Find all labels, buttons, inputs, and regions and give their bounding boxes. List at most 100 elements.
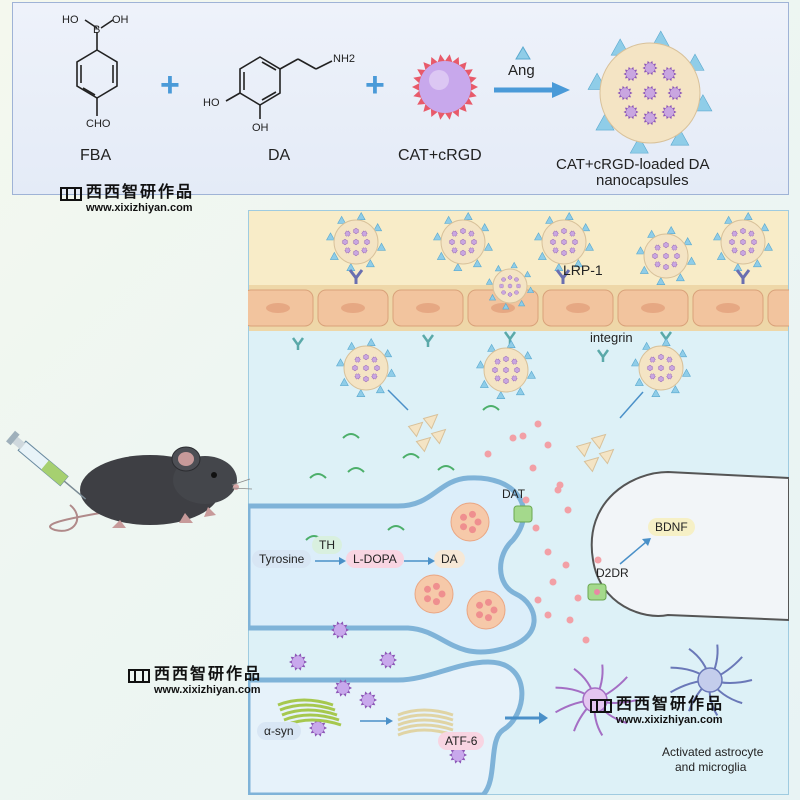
fba-structure bbox=[76, 19, 118, 116]
da-ho-atom: HO bbox=[203, 97, 220, 109]
arrow-icon bbox=[404, 557, 435, 565]
endothelial-cell bbox=[248, 289, 314, 327]
da-product-label: DA bbox=[434, 550, 465, 568]
broken-capsule-icon bbox=[407, 413, 447, 453]
cat-crgd-particle-icon bbox=[412, 54, 478, 120]
endothelial-cell bbox=[767, 289, 789, 327]
nanocapsule-icon bbox=[631, 337, 691, 397]
nanocapsule-icon bbox=[636, 225, 696, 285]
dat-transporter-icon bbox=[513, 505, 533, 523]
integrin-receptor-icon bbox=[291, 337, 305, 350]
dopamine-dot bbox=[544, 611, 552, 619]
arrow-icon bbox=[619, 538, 651, 565]
endothelial-cell bbox=[542, 289, 614, 327]
dopamine-dot bbox=[544, 441, 552, 449]
lrp1-receptor-icon bbox=[735, 269, 751, 284]
broken-capsule-icon bbox=[575, 433, 615, 473]
dopamine-dot bbox=[594, 556, 602, 564]
enzyme-icon bbox=[387, 525, 405, 531]
th-label: TH bbox=[312, 536, 342, 554]
nanocapsule-icon bbox=[336, 337, 396, 397]
fba-oh-atom: OH bbox=[112, 14, 129, 26]
product-label-line1: CAT+cRGD-loaded DA bbox=[556, 156, 710, 173]
lower-neuron bbox=[248, 659, 525, 795]
lrp1-receptor-icon bbox=[348, 269, 364, 284]
nanocapsule-icon bbox=[476, 339, 536, 399]
dopamine-dot bbox=[534, 420, 542, 428]
atf6-label: ATF-6 bbox=[438, 732, 485, 750]
watermark-logo-icon bbox=[128, 669, 150, 683]
nanocapsule-icon bbox=[587, 30, 713, 154]
ang-triangle-icon bbox=[515, 46, 531, 60]
da-structure bbox=[225, 56, 333, 119]
da-vesicle-icon bbox=[466, 590, 506, 630]
dopamine-dot bbox=[562, 561, 570, 569]
nanocapsule-product-icon bbox=[587, 30, 713, 154]
dopamine-dot bbox=[534, 596, 542, 604]
arrow-icon bbox=[360, 717, 393, 725]
watermark-url: www.xixizhiyan.com bbox=[154, 684, 261, 696]
mouse-illustration bbox=[6, 430, 253, 532]
reaction-arrow-icon bbox=[494, 82, 570, 98]
watermark-chinese: 西西智研作品 bbox=[86, 182, 195, 201]
tyrosine-label: Tyrosine bbox=[252, 550, 312, 568]
bbb-neuron-diagram bbox=[248, 211, 789, 795]
dopamine-dot bbox=[566, 616, 574, 624]
dopamine-dot bbox=[522, 496, 530, 504]
nanocapsule-icon bbox=[713, 211, 773, 271]
astrocyte-label-line2: and microglia bbox=[675, 760, 747, 774]
cat-crgd-label: CAT+cRGD bbox=[398, 147, 482, 164]
watermark-chinese: 西西智研作品 bbox=[154, 664, 263, 683]
watermark-logo-icon bbox=[590, 699, 612, 713]
enzyme-icon bbox=[347, 467, 365, 473]
fba-b-atom: B bbox=[93, 24, 101, 36]
product-label-line2: nanocapsules bbox=[596, 172, 689, 189]
bdnf-label: BDNF bbox=[648, 518, 695, 536]
watermark-bottom: 西西智研作品 www.xixizhiyan.com bbox=[590, 690, 724, 726]
ang-label: Ang bbox=[508, 62, 535, 79]
ldopa-label: L-DOPA bbox=[346, 550, 404, 568]
fba-cho-atom: CHO bbox=[86, 118, 111, 130]
watermark-url: www.xixizhiyan.com bbox=[86, 202, 193, 214]
dopamine-dot bbox=[529, 464, 537, 472]
arrow-icon bbox=[315, 557, 346, 565]
da-label: DA bbox=[268, 147, 291, 164]
stressed-er-icon bbox=[397, 708, 454, 737]
watermark-chinese: 西西智研作品 bbox=[616, 694, 725, 713]
plus-icon: + bbox=[160, 66, 180, 104]
asyn-label: α-syn bbox=[257, 722, 301, 740]
endothelial-cell bbox=[617, 289, 689, 327]
arrow-icon bbox=[619, 391, 644, 419]
astrocyte-label-line1: Activated astrocyte bbox=[662, 745, 764, 759]
fba-ho-atom: HO bbox=[62, 14, 79, 26]
dopamine-dot bbox=[544, 548, 552, 556]
enzyme-icon bbox=[482, 405, 500, 411]
nanocapsule-icon bbox=[433, 211, 493, 271]
dopamine-dot bbox=[549, 578, 557, 586]
watermark-top: 西西智研作品 www.xixizhiyan.com bbox=[60, 178, 194, 214]
nanocapsule-icon bbox=[534, 211, 594, 271]
dopamine-dot bbox=[564, 506, 572, 514]
da-vesicle-icon bbox=[450, 502, 490, 542]
integrin-receptor-icon bbox=[421, 334, 435, 347]
postsynaptic-neuron bbox=[590, 470, 789, 622]
integrin-receptor-icon bbox=[596, 349, 610, 362]
arrow-icon bbox=[387, 389, 409, 411]
dat-label: DAT bbox=[502, 487, 526, 501]
lrp1-label: LRP-1 bbox=[563, 262, 603, 278]
dopamine-dot bbox=[554, 486, 562, 494]
dopamine-dot bbox=[582, 636, 590, 644]
dopamine-dot bbox=[509, 434, 517, 442]
da-vesicle-icon bbox=[414, 574, 454, 614]
d2dr-receptor-icon bbox=[587, 583, 607, 601]
lrp1-receptor-icon bbox=[555, 269, 571, 284]
endothelial-cell bbox=[392, 289, 464, 327]
dopamine-dot bbox=[519, 432, 527, 440]
dopamine-dot bbox=[532, 524, 540, 532]
endothelial-cell bbox=[692, 289, 764, 327]
enzyme-icon bbox=[402, 453, 420, 459]
dopamine-dot bbox=[484, 450, 492, 458]
endothelial-cell bbox=[317, 289, 389, 327]
dopamine-dot bbox=[574, 594, 582, 602]
plus-icon: + bbox=[365, 66, 385, 104]
